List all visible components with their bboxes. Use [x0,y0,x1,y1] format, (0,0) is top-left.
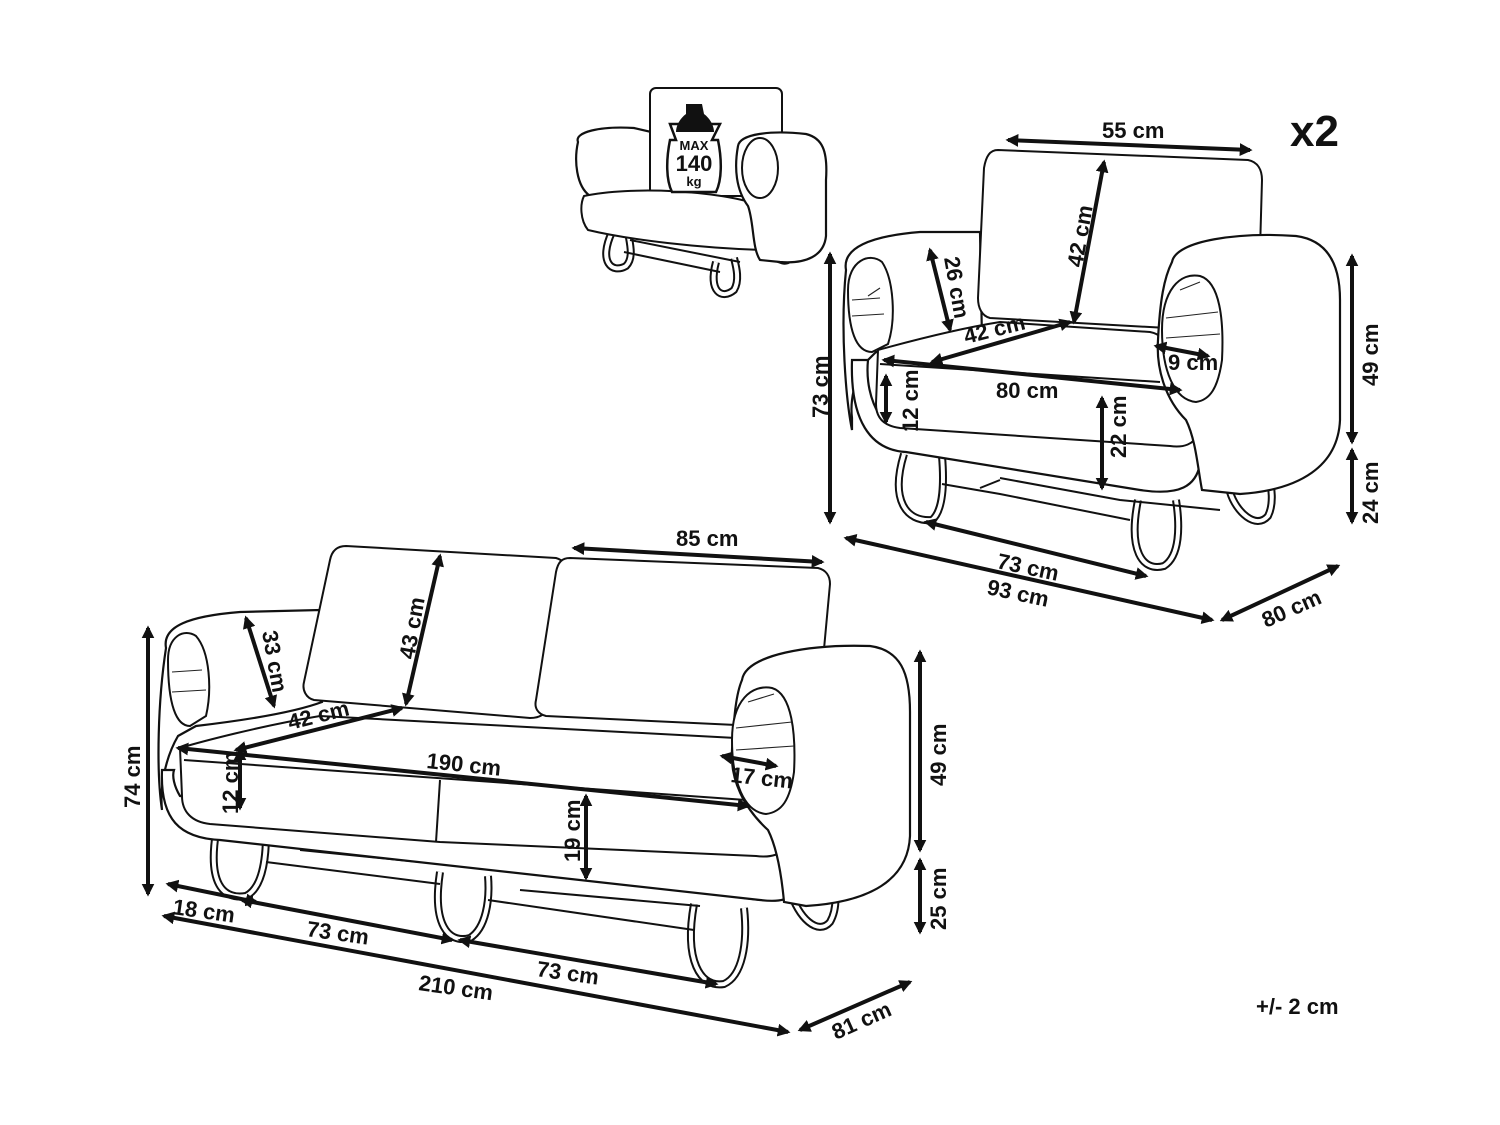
label-armchair-seat-width: 80 cm [996,378,1058,403]
label-sofa-leg-height: 25 cm [926,868,951,930]
arrow-sofa-total-depth [797,980,913,1032]
arrow-sofa-back-height [402,553,444,707]
arrow-armchair-arm-inner [926,247,954,333]
dimension-arrows [141,134,1359,1037]
label-sofa-cushion-width: 85 cm [676,526,738,551]
label-sofa-seat-thickness: 12 cm [218,752,243,814]
arrow-sofa-cushion-width [571,542,825,568]
label-armchair-total-height: 73 cm [808,356,833,418]
weight-icon-value: 140 [676,151,713,176]
weight-icon-max: MAX [680,138,709,153]
arrow-sofa-seat-width [175,742,751,812]
multiplier-label: x2 [1290,107,1339,156]
weight-icon-unit: kg [686,174,701,189]
arrow-armchair-total-depth [1219,564,1341,622]
label-armchair-arm-height: 49 cm [1358,324,1383,386]
label-armchair-seat-thickness: 12 cm [898,370,923,432]
arrow-sofa-arm-gap [719,751,779,771]
label-armchair-total-depth: 80 cm [1258,584,1325,632]
label-sofa-side-offset: 18 cm [171,894,236,927]
arrow-sofa-arm-inner [243,615,277,709]
arrow-armchair-arm-gap [1153,341,1211,361]
label-armchair-arm-gap: 9 cm [1168,350,1218,375]
arrow-sofa-total-width [161,911,791,1037]
label-sofa-total-height: 74 cm [120,746,145,808]
label-armchair-cushion-width: 55 cm [1102,118,1164,143]
sofa-drawing [157,544,912,989]
tolerance-label: +/- 2 cm [1256,994,1339,1019]
label-armchair-leg-height: 24 cm [1358,462,1383,524]
weight-icon: MAX 140 kg [666,104,723,194]
arrow-armchair-total-width [843,533,1215,625]
label-sofa-arm-height: 49 cm [926,724,951,786]
arrow-armchair-seat-width [881,354,1183,396]
arrow-armchair-cushion-width [1005,134,1253,156]
label-sofa-seat-height: 19 cm [560,800,585,862]
weight-preview-chair: MAX 140 kg [575,87,828,299]
arrow-armchair-back-height [1069,159,1109,325]
label-armchair-seat-height: 22 cm [1106,396,1131,458]
